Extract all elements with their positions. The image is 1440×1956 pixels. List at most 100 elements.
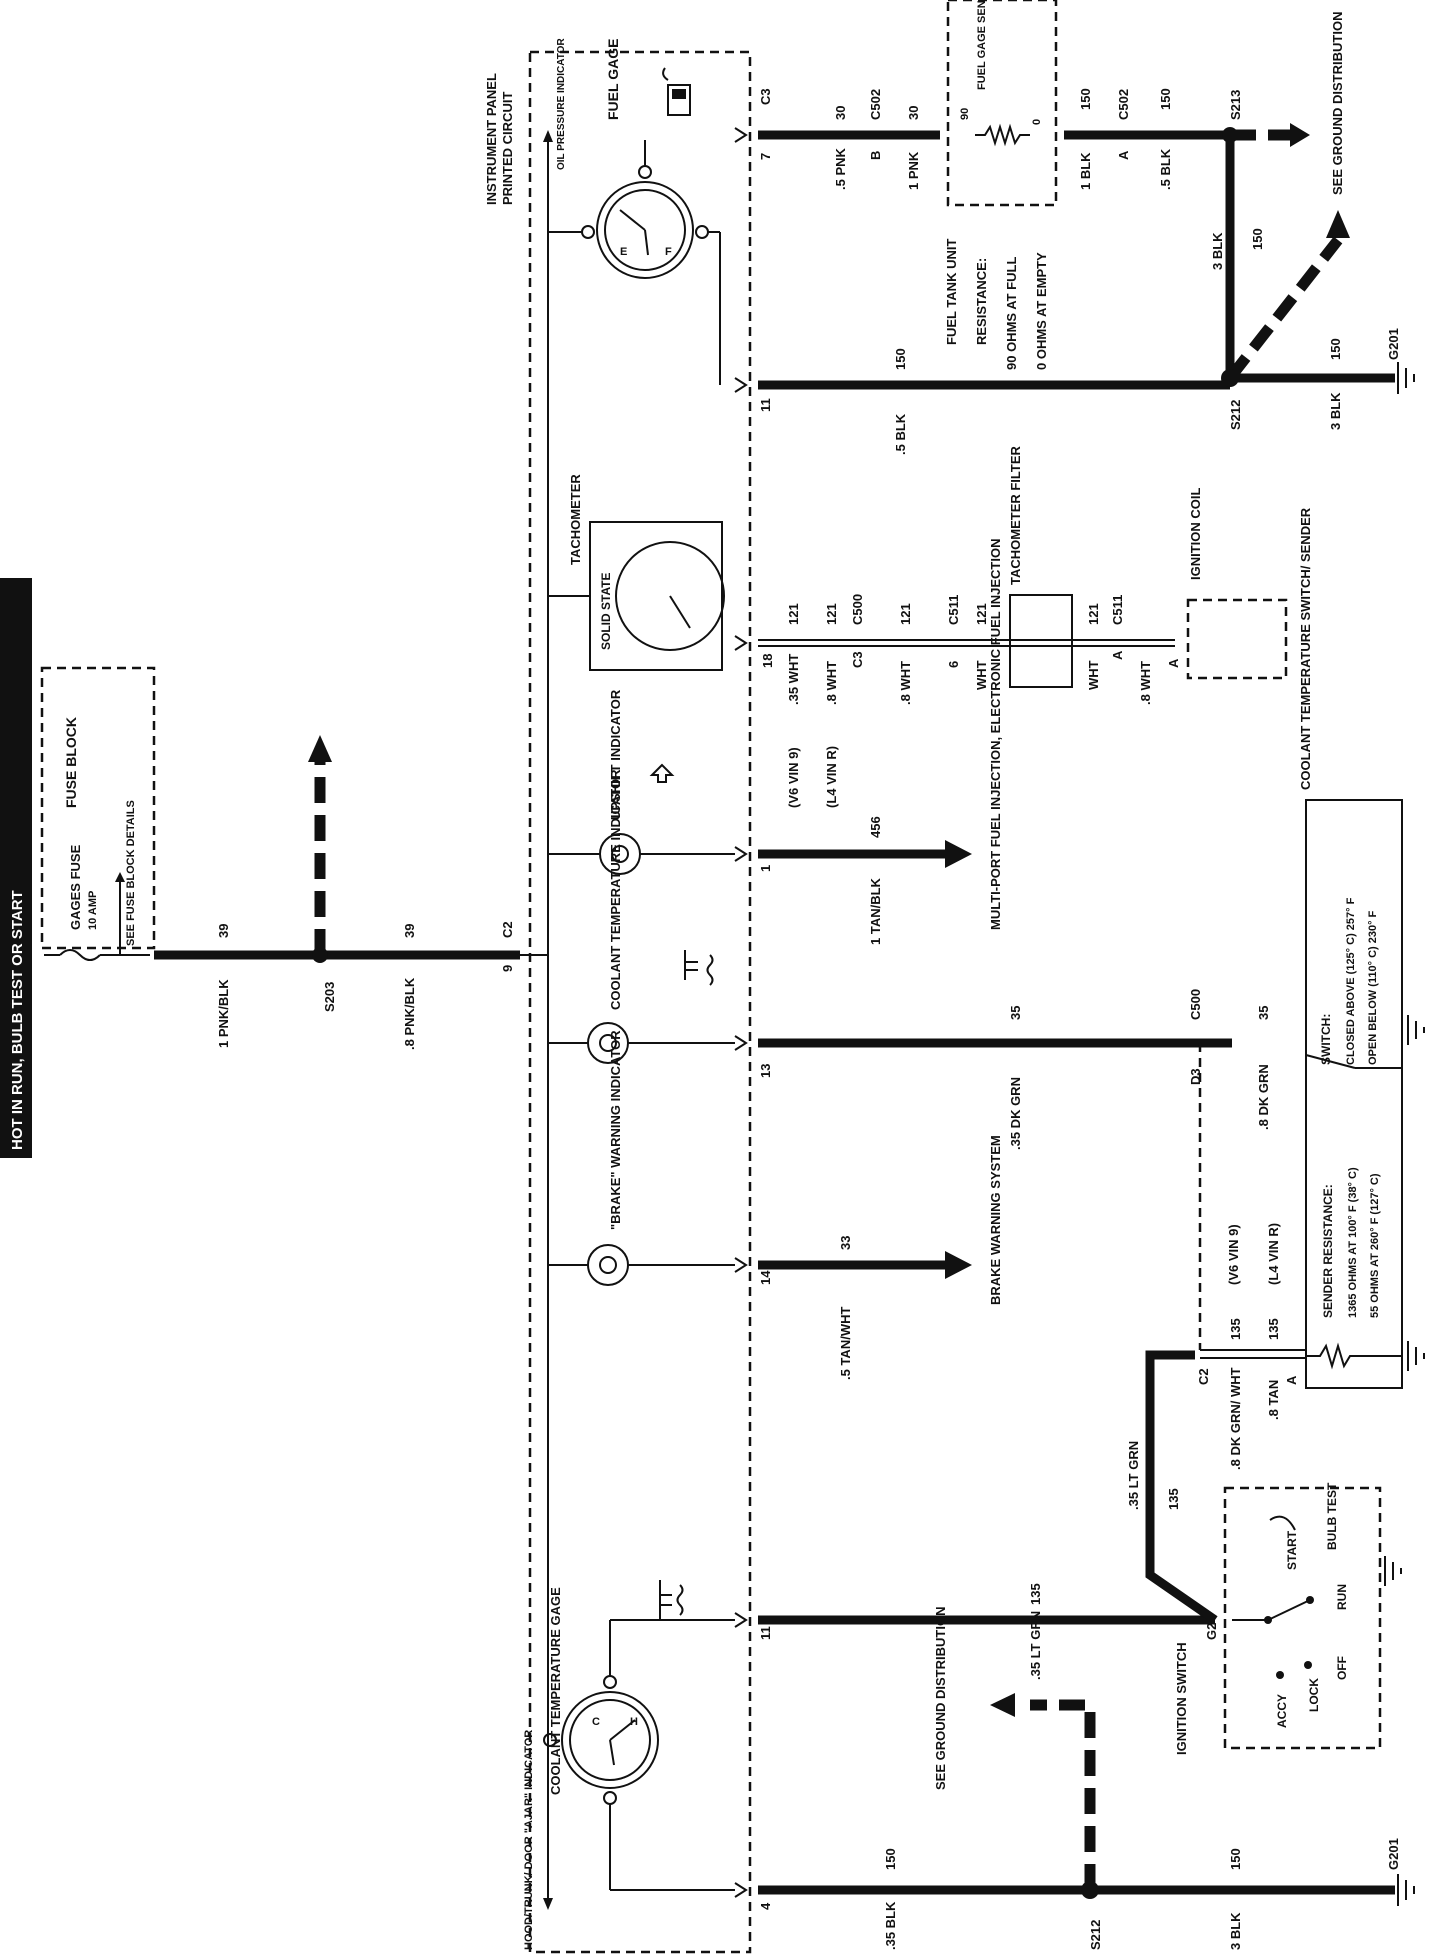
ajar-label: HOOD/TRUNK/ DOOR "AJAR" INDICATOR: [523, 1730, 535, 1950]
pos-start: START: [1285, 1530, 1299, 1570]
ground-icon-ignition: [1384, 1556, 1402, 1586]
tach-circuit: 121: [786, 603, 801, 625]
coolant-switch-title: COOLANT TEMPERATURE SWITCH/ SENDER: [1298, 507, 1313, 790]
tach-filter-box: [1009, 594, 1073, 688]
fuel-sender-title: FUEL GAGE SENDER: [976, 0, 988, 90]
fuel-circuit6-label: 150: [1328, 338, 1343, 360]
coolant-ind-label: COOLANT TEMPERATURE INDICATOR: [608, 769, 623, 1010]
tach-circuit3: 121: [974, 603, 989, 625]
brake-label: "BRAKE" WARNING INDICATOR: [608, 1030, 623, 1230]
g201-ajar-label: G201: [1386, 1838, 1401, 1870]
coolant-ind-pin: 13: [758, 1064, 773, 1078]
fuel-sender-box: [946, 0, 1058, 207]
fuel-ground-wire-label: 1 BLK: [1078, 152, 1093, 190]
fuel-resistance-full: 90 OHMS AT FULL: [1004, 257, 1019, 370]
coolant-ind-circuit: 35: [1008, 1006, 1023, 1020]
upshift-pin: 1: [758, 865, 773, 872]
fuel-diagonal-dash: [1225, 236, 1343, 382]
coolant-note-v6: (V6 VIN 9): [1226, 1224, 1241, 1285]
coolant-c2-circuit2: 135: [1266, 1318, 1281, 1340]
pos-accy: ACCY: [1275, 1694, 1289, 1728]
fuel-pin11: 11: [758, 398, 773, 412]
tach-note-l4: (L4 VIN R): [824, 746, 839, 808]
ignition-coil-label: IGNITION COIL: [1188, 488, 1203, 581]
upshift-dest: MULTI-PORT FUEL INJECTION, ELECTRONIC FU…: [988, 539, 1003, 930]
coolant-switch-label: SWITCH:: [1319, 1014, 1333, 1065]
tach-coil-pin: A: [1166, 658, 1181, 668]
brake-wire-label: .5 TAN/WHT: [838, 1307, 853, 1380]
thermometer-gage-icon: [659, 1580, 684, 1620]
tach-wire5: .8 WHT: [1138, 661, 1153, 705]
coolant-gage-circuit2: 135: [1166, 1488, 1181, 1510]
fuel-wire5-label: .5 BLK: [893, 413, 908, 455]
fuel-circuit1-label: 30: [833, 106, 848, 120]
panel-title: INSTRUMENT PANEL: [484, 73, 499, 205]
upshift-wire-label: 1 TAN/BLK: [868, 877, 883, 945]
solid-state-label: SOLID STATE: [599, 572, 613, 650]
brake-circuit-label: 33: [838, 1236, 853, 1250]
coolant-sender-box: [1305, 799, 1403, 1389]
coolant-gage-wire-label: .35 LT GRN: [1028, 1611, 1043, 1680]
gage-f-label: F: [665, 246, 672, 258]
fuel-c3: C3: [758, 88, 773, 105]
brake-dest: BRAKE WARNING SYSTEM: [988, 1135, 1003, 1305]
coolant-gage-riser: [1145, 1350, 1218, 1624]
fuel-gage-circle: [596, 181, 694, 279]
coolant-ind-wire-label: .35 DK GRN: [1008, 1077, 1023, 1150]
tach-wire4: WHT: [1086, 660, 1101, 690]
gage-h-label: H: [630, 1716, 638, 1728]
tach-filter-label: TACHOMETER FILTER: [1008, 445, 1023, 585]
ajar-circuit2-label: 150: [1228, 1848, 1243, 1870]
coolant-note-l4: (L4 VIN R): [1266, 1223, 1281, 1285]
coolant-sender-resistor: [1306, 1342, 1402, 1370]
ajar-wire-label: .35 BLK: [883, 1901, 898, 1950]
ignition-switch-title: IGNITION SWITCH: [1174, 1642, 1189, 1755]
sender-90: 90: [959, 108, 971, 120]
tach-c511b-pin: A: [1110, 650, 1125, 660]
pos-off: OFF: [1335, 1656, 1349, 1680]
s212-ajar-label: S212: [1088, 1920, 1103, 1950]
fuel-c502-pin: B: [868, 151, 883, 160]
coolant-sender-pin: A: [1284, 1375, 1299, 1385]
tach-wire3: WHT: [974, 660, 989, 690]
fuel-sender-resistor: [975, 123, 1030, 147]
fuel-circuit3-label: 150: [1158, 88, 1173, 110]
coolant-sender-1: 1365 OHMS AT 100° F (38° C): [1347, 1167, 1359, 1318]
upshift-circuit-label: 456: [868, 816, 883, 838]
coolant-gage-circuit-label: 135: [1028, 1583, 1043, 1605]
gage-e-label: E: [620, 246, 627, 258]
fuel-circuit5-label: 150: [893, 348, 908, 370]
coolant-gage-pin: 11: [758, 1626, 773, 1640]
feed-wire1-label: 1 PNK/BLK: [216, 979, 231, 1048]
oil-pressure-label: OIL PRESSURE INDICATOR: [556, 38, 567, 170]
fuel-tank-unit: FUEL TANK UNIT: [944, 239, 959, 345]
coolant-switch-symbol: [1305, 1054, 1356, 1069]
tach-c511b: C511: [1110, 595, 1125, 625]
fuel-wire6-label: 3 BLK: [1328, 392, 1343, 430]
sender-0: 0: [1031, 119, 1043, 125]
fuel-resistance-title: RESISTANCE:: [974, 258, 989, 345]
coolant-gage-label: COOLANT TEMPERATURE GAGE: [548, 1587, 563, 1795]
feed-circuit2-label: 39: [402, 924, 417, 938]
feed-wire2-label: .8 PNK/BLK: [402, 977, 417, 1050]
ground-icon-ajar: [1397, 1874, 1415, 1906]
gage-c-label: C: [592, 1716, 600, 1728]
ignition-switch-box: [1223, 1486, 1382, 1750]
banner-text: HOT IN RUN, BULB TEST OR START: [9, 890, 26, 1150]
ajar-pin: 4: [758, 1902, 773, 1910]
fuse-rating: 10 AMP: [87, 891, 99, 930]
ground-icon-fuel: [1397, 362, 1415, 394]
feed-connector: C2: [500, 921, 515, 938]
ground-icon-switch: [1407, 1015, 1425, 1045]
tach-c3: C3: [850, 651, 865, 668]
coolant-gage-circle: [561, 1691, 659, 1789]
tach-wire-v6: .35 WHT: [786, 654, 801, 705]
fuel-wire4-label: 3 BLK: [1210, 232, 1225, 270]
feed-circuit1-label: 39: [216, 924, 231, 938]
coolant-gage-wire2: .35 LT GRN: [1126, 1441, 1141, 1510]
coolant-c2-circuit: 135: [1228, 1318, 1243, 1340]
brake-pin: 14: [758, 1270, 773, 1285]
tach-circuit4: 121: [1086, 603, 1101, 625]
feed-pin: 9: [500, 965, 515, 972]
